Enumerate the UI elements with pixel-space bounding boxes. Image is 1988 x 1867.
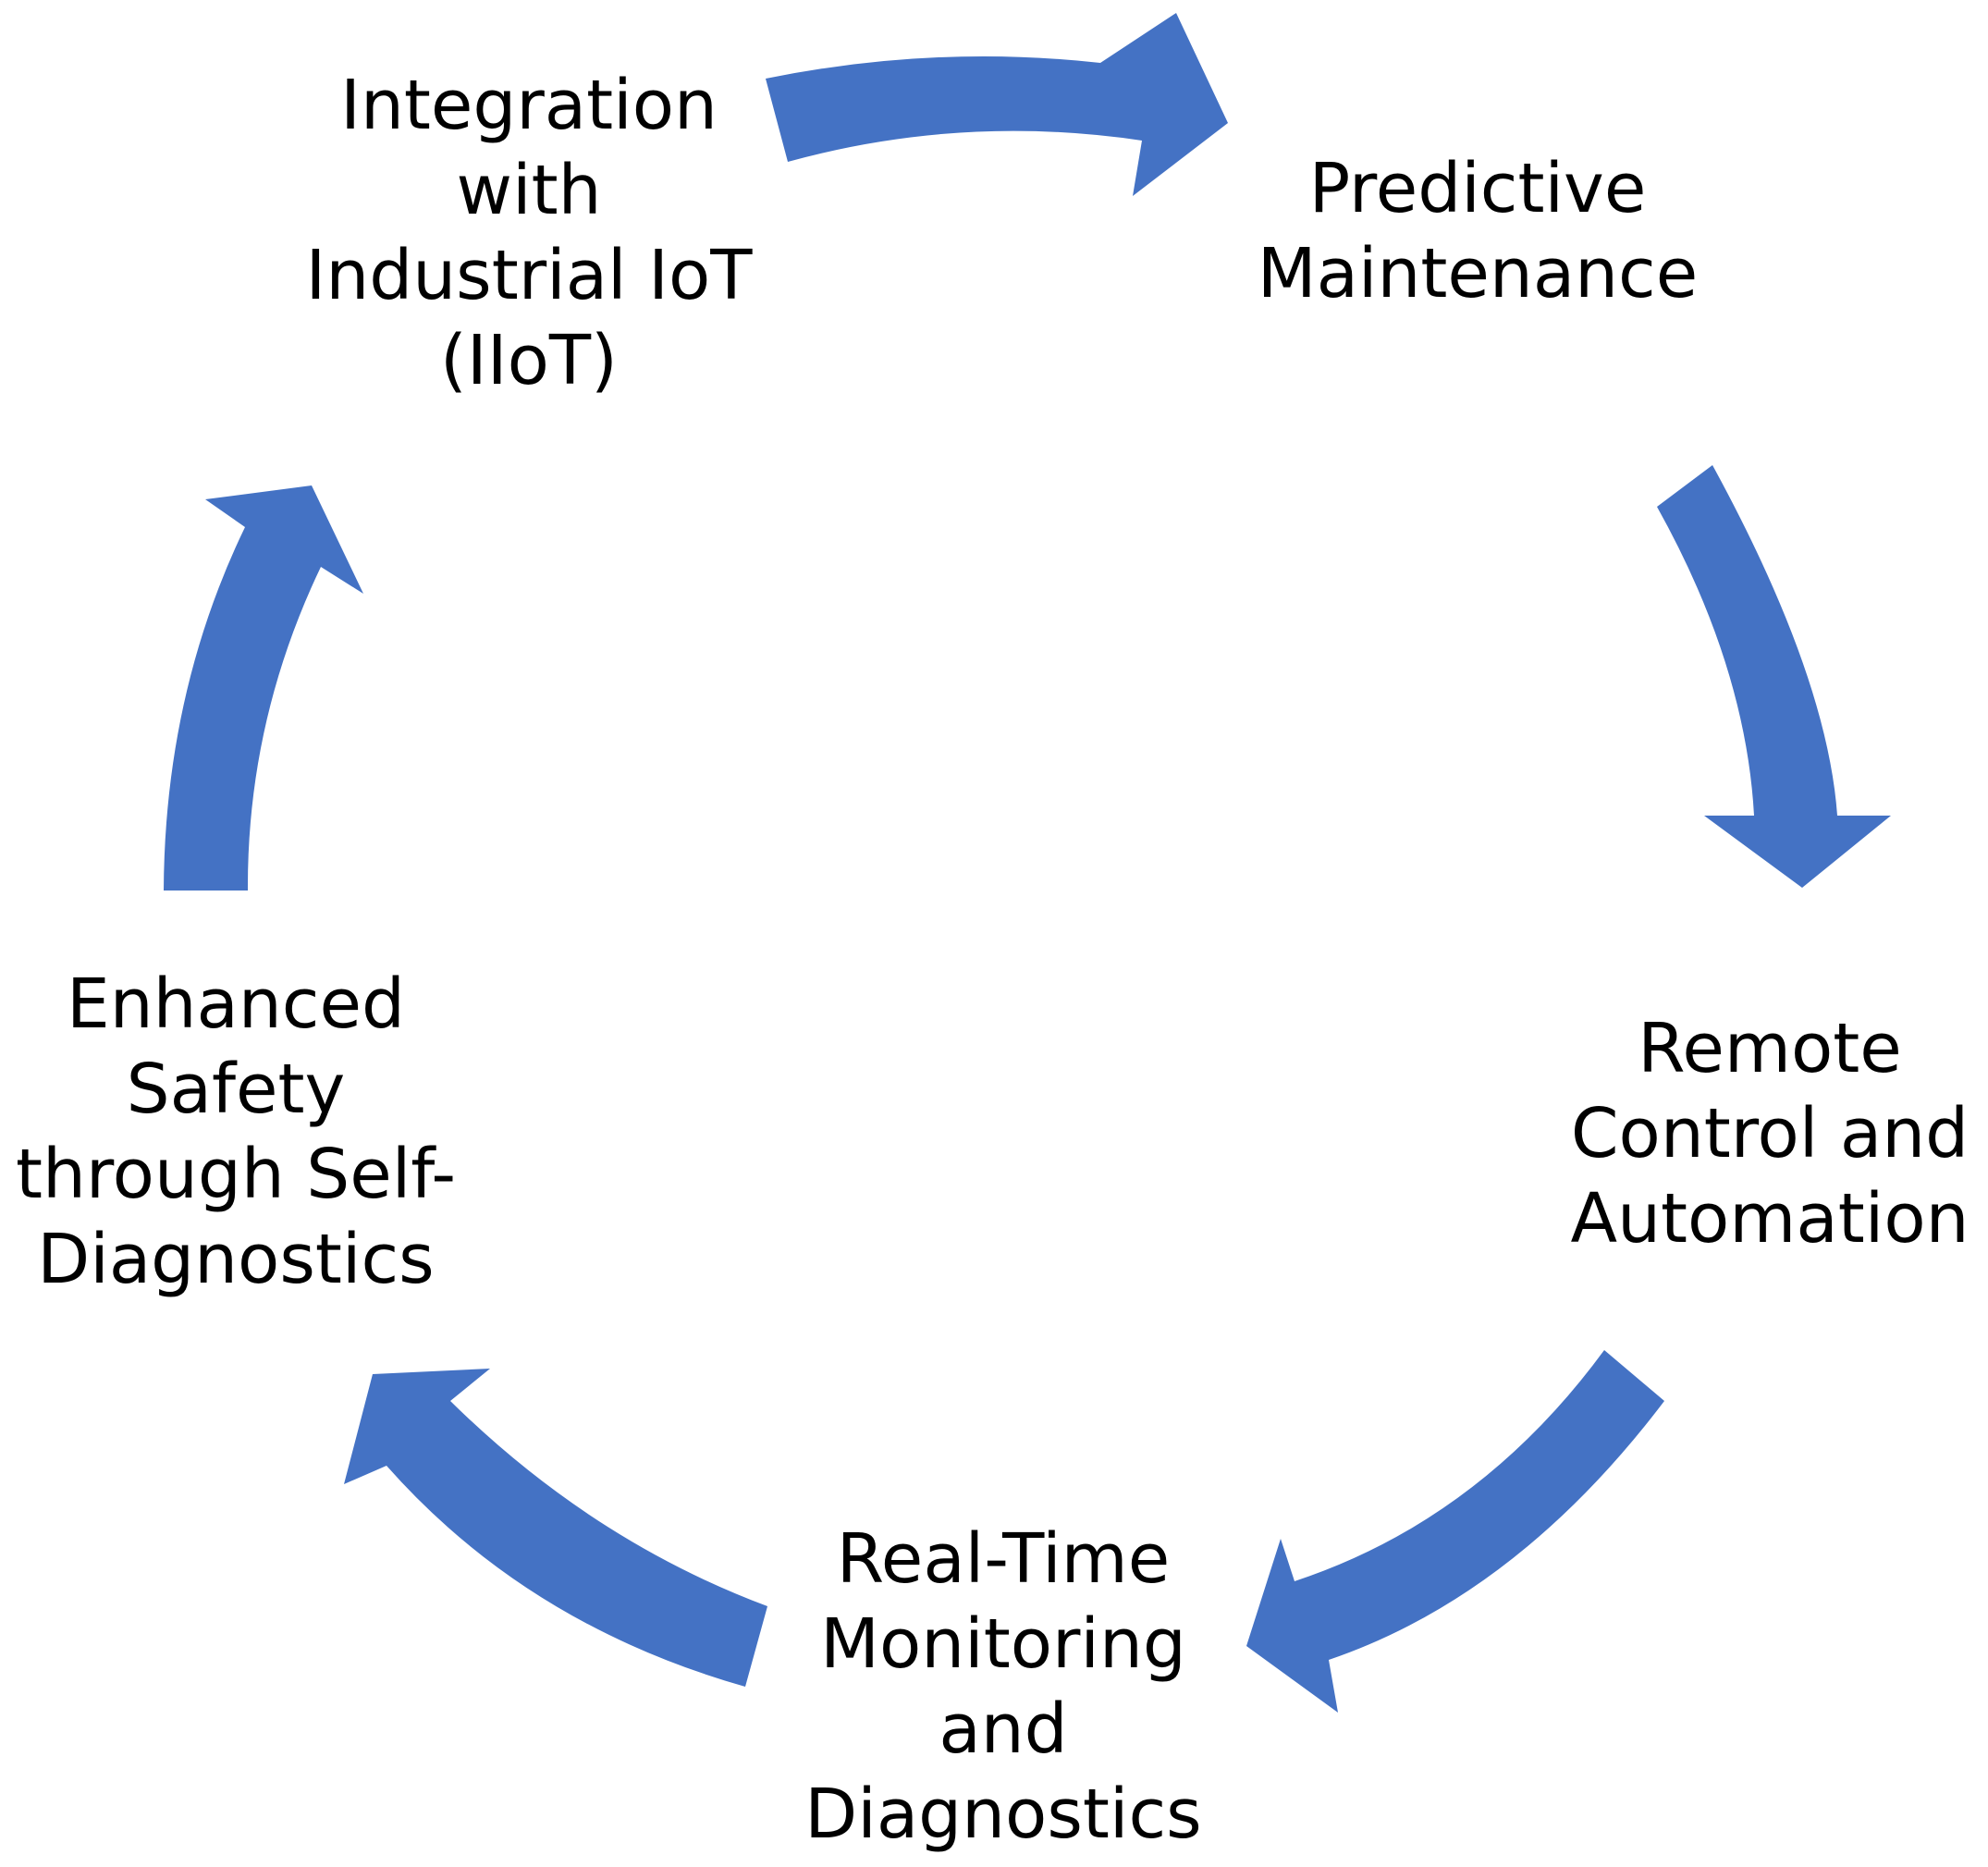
arrow-predictive-to-remote xyxy=(1657,465,1891,888)
node-label-line: Diagnostics xyxy=(37,1220,435,1299)
node-label-line: Automation xyxy=(1570,1179,1970,1259)
node-label-line: Integration xyxy=(340,66,718,145)
node-label-line: Safety xyxy=(126,1050,346,1129)
node-label-line: Control and xyxy=(1570,1094,1970,1173)
node-label-line: Maintenance xyxy=(1257,234,1699,313)
node-label-line: Enhanced xyxy=(67,964,405,1044)
node-predictive-maintenance: Predictive Maintenance xyxy=(1258,146,1699,316)
node-label-line: Remote xyxy=(1638,1009,1902,1088)
node-label-line: Industrial IoT xyxy=(305,236,753,315)
arrow-safety-to-iiot xyxy=(164,485,363,891)
node-real-time-monitoring: Real-Time Monitoring and Diagnostics xyxy=(804,1517,1201,1857)
node-enhanced-safety: Enhanced Safety through Self- Diagnostic… xyxy=(16,962,456,1302)
arrow-remote-to-realtime xyxy=(1246,1350,1664,1713)
node-label-line: Diagnostics xyxy=(804,1775,1202,1854)
arrow-realtime-to-safety xyxy=(344,1369,767,1687)
node-label-line: (IIoT) xyxy=(440,321,618,400)
node-label-line: through Self- xyxy=(15,1135,457,1214)
node-label-line: Monitoring xyxy=(820,1604,1186,1684)
node-label-line: Real-Time xyxy=(836,1519,1171,1599)
node-remote-control-and-automation: Remote Control and Automation xyxy=(1571,1006,1970,1261)
arrow-iiot-to-predictive xyxy=(766,13,1228,196)
node-label-line: and xyxy=(939,1689,1068,1769)
node-label-line: with xyxy=(456,151,602,230)
node-integration-with-iiot: Integration with Industrial IoT (IIoT) xyxy=(306,63,753,403)
node-label-line: Predictive xyxy=(1308,149,1647,228)
